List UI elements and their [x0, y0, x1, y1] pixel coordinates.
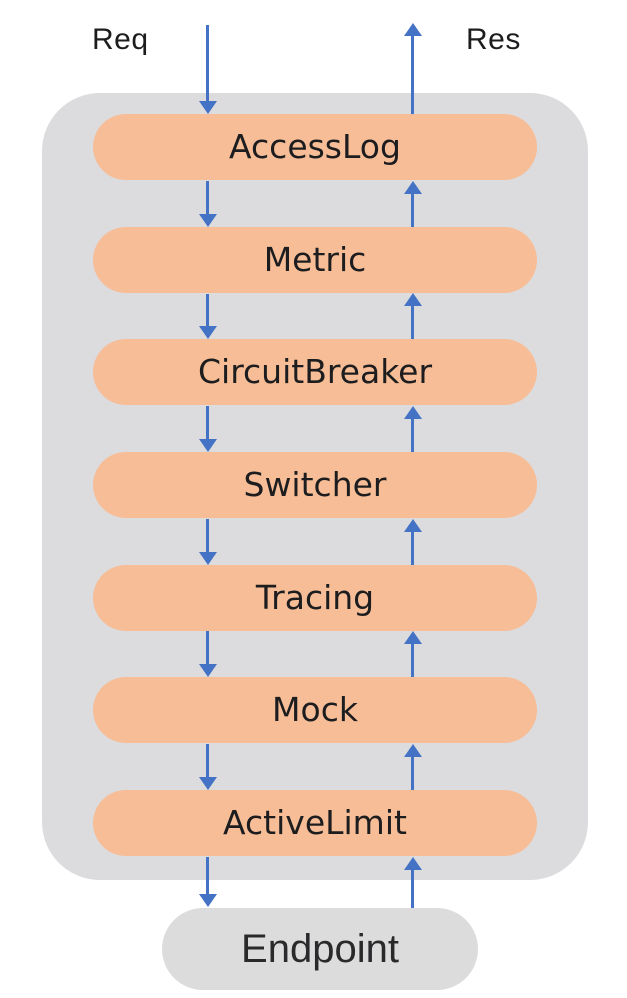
request-arrow-endpoint-icon: [198, 857, 217, 907]
response-label: Res: [466, 23, 521, 56]
response-arrow-3-icon: [403, 406, 422, 452]
request-label: Req: [92, 23, 149, 56]
response-arrow-out-icon: [403, 23, 422, 114]
request-arrow-5-icon: [198, 631, 217, 677]
request-arrow-in-icon: [198, 25, 217, 114]
request-arrow-1-icon: [198, 181, 217, 227]
response-arrow-endpoint-icon: [403, 857, 422, 908]
middleware-node-tracing: Tracing: [93, 565, 537, 631]
middleware-node-circuitbreaker: CircuitBreaker: [93, 339, 537, 405]
middleware-node-mock: Mock: [93, 677, 537, 743]
middleware-node-switcher: Switcher: [93, 452, 537, 518]
response-arrow-5-icon: [403, 631, 422, 677]
middleware-node-accesslog: AccessLog: [93, 114, 537, 180]
request-arrow-2-icon: [198, 294, 217, 339]
response-arrow-6-icon: [403, 744, 422, 790]
middleware-node-activelimit: ActiveLimit: [93, 790, 537, 856]
request-arrow-3-icon: [198, 406, 217, 452]
endpoint-node: Endpoint: [162, 908, 478, 990]
middleware-node-metric: Metric: [93, 227, 537, 293]
response-arrow-4-icon: [403, 519, 422, 565]
response-arrow-1-icon: [403, 181, 422, 227]
response-arrow-2-icon: [403, 293, 422, 339]
request-arrow-4-icon: [198, 519, 217, 565]
request-arrow-6-icon: [198, 744, 217, 790]
